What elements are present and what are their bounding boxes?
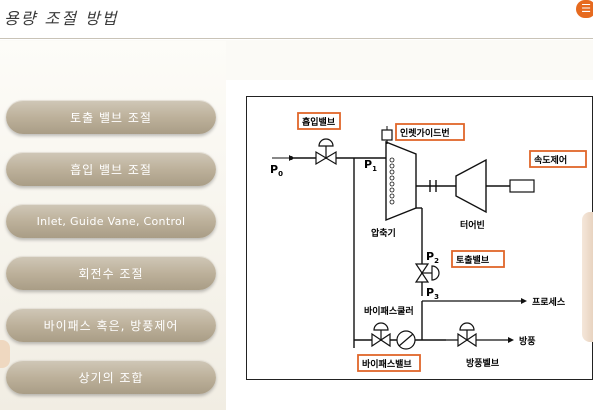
page-title: 용량 조절 방법	[4, 9, 119, 28]
menu-button-suction-valve[interactable]: 흡입 밸브 조절	[6, 152, 216, 186]
hand-illustration	[0, 340, 10, 368]
p3-subscript: 3	[434, 293, 439, 301]
inlet-guide-vane-box	[395, 123, 465, 141]
turbine-body	[455, 158, 487, 214]
bypass-valve-label: 바이패스밸브	[362, 358, 412, 370]
menu-button-speed-control[interactable]: 회전수 조절	[6, 256, 216, 290]
compressor-body	[385, 140, 417, 222]
discharge-valve-label: 토출밸브	[456, 254, 490, 266]
process-label: 프로세스	[532, 296, 566, 308]
p2-label: P	[426, 250, 434, 263]
guide-vane-circles	[389, 157, 395, 205]
svg-text:P3: P3	[426, 286, 439, 301]
p0-subscript: 0	[278, 170, 283, 178]
bypass-cooler-label: 바이패스쿨러	[364, 305, 414, 317]
vent-valve-left	[457, 332, 469, 348]
discharge-valve-top	[414, 263, 430, 275]
process-arrowhead	[521, 298, 527, 304]
menu-button-bypass-vent[interactable]: 바이패스 혹은, 방풍제어	[6, 308, 216, 342]
discharge-valve-actuator	[431, 265, 440, 281]
speed-control-unit	[509, 179, 535, 193]
header-bar: 용량 조절 방법 ☰	[0, 0, 593, 40]
vent-arrowhead	[508, 337, 514, 343]
vent-valve-label: 방풍벨브	[466, 357, 500, 369]
svg-text:P0: P0	[270, 163, 283, 178]
suction-valve-left	[315, 150, 328, 166]
suction-valve-actuator	[318, 138, 334, 147]
inlet-guide-vane-actuator	[381, 129, 393, 141]
vent-label: 방풍	[519, 335, 536, 347]
turbine-label: 터어빈	[460, 219, 485, 231]
svg-text:P1: P1	[364, 158, 377, 173]
suction-valve-right	[324, 150, 337, 166]
speed-control-box	[529, 150, 587, 168]
menu-button-inlet-guide-vane[interactable]: Inlet, Guide Vane, Control	[6, 204, 216, 238]
header-divider	[0, 38, 593, 39]
bypass-valve-right	[379, 332, 391, 348]
p1-label: P	[364, 158, 372, 171]
vent-valve-actuator	[459, 322, 475, 331]
vent-valve-right	[465, 332, 477, 348]
discharge-valve-bottom	[414, 271, 430, 283]
p3-label: P	[426, 286, 434, 299]
p2-subscript: 2	[434, 257, 439, 265]
speed-control-label: 속도제어	[534, 154, 567, 166]
diagram-border	[246, 96, 593, 380]
presenter-photo	[582, 212, 593, 342]
bypass-valve-actuator	[373, 322, 389, 331]
inlet-guide-vane-label: 인렛가이드번	[400, 127, 450, 139]
bypass-valve-box	[357, 354, 421, 372]
menu-button-combination[interactable]: 상기의 조합	[6, 360, 216, 394]
bypass-cooler-slash	[398, 333, 414, 347]
p1-subscript: 1	[372, 165, 377, 173]
discharge-valve-box	[451, 250, 505, 268]
p0-arrowhead	[289, 155, 294, 161]
bypass-valve-left	[371, 332, 383, 348]
p0-label: P	[270, 163, 278, 176]
compressor-label: 압축기	[371, 227, 396, 239]
compressor-control-diagram: P0 흡입밸브 P1 압축기 인렛가이드번 터어빈 속도제어 P2 토출밸브 P…	[246, 96, 593, 380]
menu-button-discharge-valve[interactable]: 토출 밸브 조절	[6, 100, 216, 134]
suction-valve-box	[297, 112, 341, 130]
suction-valve-label: 흡입밸브	[302, 116, 336, 128]
menu-icon[interactable]: ☰	[576, 0, 593, 18]
svg-text:P2: P2	[426, 250, 439, 265]
